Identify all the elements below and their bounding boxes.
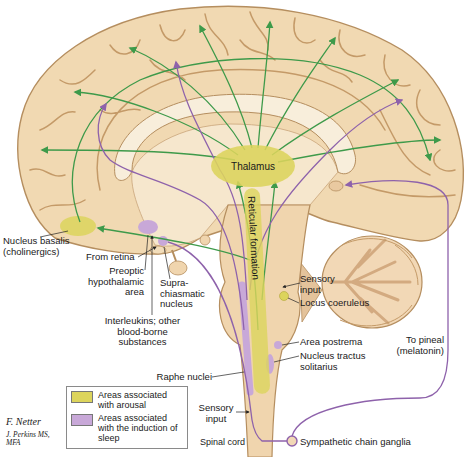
- artist-signature: J. Perkins MS, MFA: [6, 431, 62, 448]
- pituitary-gland: [169, 261, 187, 275]
- arousal-fiber: [200, 26, 252, 148]
- input-label: Interleukins; other blood-borne substanc…: [95, 316, 190, 348]
- sleep-fiber: [250, 100, 402, 290]
- pituitary-stalk: [172, 250, 176, 261]
- input-label: Sensory input: [300, 274, 342, 295]
- leader-line: [212, 372, 244, 377]
- arousal-fiber: [75, 92, 238, 155]
- output-label: To pineal (melatonin): [388, 335, 444, 356]
- arousal-fiber: [130, 48, 245, 150]
- optic-chiasm: [150, 246, 166, 254]
- legend-box: Areas associated with arousalAreas assoc…: [66, 386, 188, 449]
- structure-label: Supra-chiasmatic nucleus: [160, 278, 216, 310]
- input-label: From retina: [86, 252, 146, 263]
- legend-swatch: [71, 414, 93, 426]
- arousal-fiber: [265, 38, 335, 150]
- legend-entry: Areas associated with the induction of s…: [70, 413, 184, 443]
- cerebellar-folia: [340, 239, 418, 326]
- arousal-band: Reticular formation: [244, 188, 271, 395]
- area-postrema-area: [274, 341, 282, 349]
- structure-label: Sympathetic chain ganglia: [300, 437, 450, 448]
- sympathetic-ganglion: [287, 436, 297, 446]
- leader-line: [282, 342, 299, 345]
- region-label: Thalamus: [231, 161, 275, 172]
- arousal-fiber: [258, 22, 270, 148]
- arousal-fiber: [42, 150, 235, 160]
- leader-line: [152, 236, 153, 315]
- nucleus-basalis-area: [60, 216, 96, 236]
- legend-text: Areas associated with arousal: [98, 390, 184, 410]
- arousal-fiber: [278, 140, 440, 162]
- corpus-callosum: [115, 94, 356, 180]
- structure-label: Locus coeruleus: [300, 298, 395, 309]
- locus-coeruleus-area: [280, 292, 289, 301]
- structure-label: Nucleus tractus solitarius: [300, 351, 385, 372]
- cerebellum: [322, 236, 422, 328]
- legend-text: Areas associated with the induction of s…: [98, 413, 184, 443]
- leader-line: [145, 235, 148, 270]
- leader-line: [283, 283, 300, 287]
- structure-label: Preoptic hypothalamic area: [80, 266, 144, 298]
- mammillary-body: [200, 235, 210, 245]
- artist-signature: F. Netter: [6, 416, 62, 427]
- structure-label: Spinal cord: [190, 437, 245, 447]
- region-label: Reticular formation: [247, 196, 262, 280]
- pineal-gland: [329, 181, 343, 191]
- arousal-region: Thalamus: [211, 145, 295, 187]
- pineal-pathway: [292, 181, 448, 436]
- leader-line: [164, 247, 170, 279]
- structure-label: Raphe nuclei: [150, 372, 212, 383]
- leader-line: [288, 298, 299, 303]
- arousal-fiber: [272, 80, 398, 155]
- legend-swatch: [71, 391, 93, 403]
- suprachiasmatic-area: [158, 236, 168, 246]
- preoptic-area: [138, 220, 158, 234]
- arbor-vitae: [330, 240, 410, 323]
- legend-entry: Areas associated with arousal: [70, 390, 184, 410]
- input-label: Sensory input: [196, 403, 236, 424]
- leader-line: [236, 412, 249, 413]
- structure-label: Area postrema: [300, 337, 390, 348]
- leader-line: [274, 356, 299, 362]
